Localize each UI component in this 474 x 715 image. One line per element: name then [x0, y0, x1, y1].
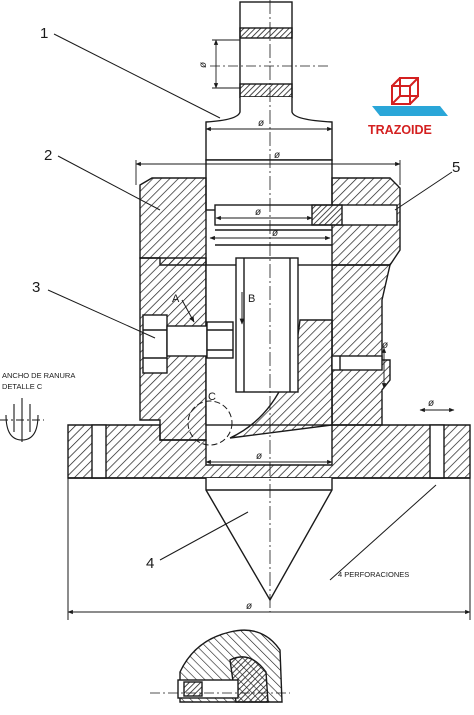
point-a-label: A	[172, 293, 180, 305]
diameter-labels: ø ø ø ø ø ø ø ø ø	[198, 62, 434, 612]
point-c-label: C	[208, 391, 216, 403]
dia-screw: ø	[382, 340, 388, 351]
detail-note-line2: DETALLE C	[2, 382, 43, 391]
point-b-label: B	[248, 293, 255, 305]
trazoide-logo: TRAZOIDE	[368, 77, 448, 137]
dia-pin: ø	[255, 207, 261, 218]
callout-3: 3	[32, 279, 40, 296]
dia-body: ø	[274, 150, 280, 161]
callout-4: 4	[146, 555, 154, 572]
callout-2: 2	[44, 147, 52, 164]
bolt-part	[142, 314, 234, 374]
detail-note: ANCHO DE RANURA DETALLE C	[2, 371, 75, 391]
set-screw	[331, 355, 383, 371]
cone-part	[205, 478, 333, 602]
flange-part	[67, 424, 471, 620]
callout-1: 1	[40, 25, 48, 42]
leader-lines	[47, 33, 453, 581]
dia-hole: ø	[428, 398, 434, 409]
dia-flange: ø	[246, 601, 252, 612]
dia-bore: ø	[272, 228, 278, 239]
dia-neck: ø	[258, 118, 264, 129]
callout-5: 5	[452, 159, 460, 176]
detail-c-circle	[187, 400, 233, 446]
detail-point-labels: A B C	[172, 293, 255, 403]
groove-symbol	[0, 398, 44, 442]
section-fragment	[150, 629, 290, 703]
dia-head: ø	[198, 62, 209, 68]
logo-text: TRAZOIDE	[368, 123, 432, 137]
dimension-lines	[67, 39, 471, 615]
holes-note: 4 PERFORACIONES	[338, 570, 409, 579]
detail-note-line1: ANCHO DE RANURA	[2, 371, 75, 380]
callout-labels: 1 2 3 4 5	[32, 25, 460, 572]
shank-part	[205, 1, 333, 211]
dia-cone-base: ø	[256, 451, 262, 462]
